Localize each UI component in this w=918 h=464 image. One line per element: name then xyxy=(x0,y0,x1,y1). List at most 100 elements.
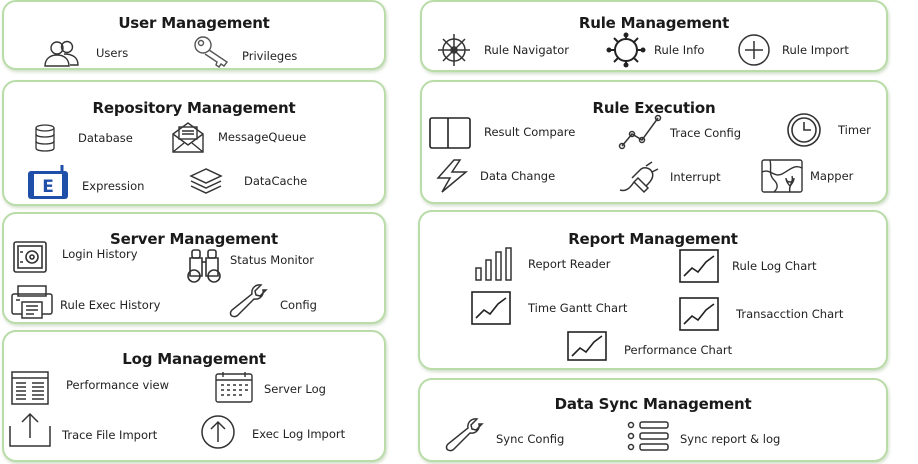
trace-icon xyxy=(618,114,662,150)
users-item[interactable]: Users xyxy=(42,38,128,68)
rule-log-chart-label: Rule Log Chart xyxy=(732,259,817,273)
book-icon xyxy=(428,116,472,150)
repository-management-panel: Repository Management Database MessageQu… xyxy=(2,80,386,206)
mapper-item[interactable]: Mapper xyxy=(760,158,853,194)
log-management-panel: Log Management Performance view Server L… xyxy=(2,330,386,462)
login-history-item[interactable]: Login History xyxy=(12,240,138,274)
report-reader-label: Report Reader xyxy=(528,257,611,271)
data-change-label: Data Change xyxy=(480,169,556,183)
clock-icon xyxy=(784,112,824,148)
interrupt-label: Interrupt xyxy=(670,170,721,184)
login-history-label: Login History xyxy=(62,247,138,261)
line-chart-icon xyxy=(678,296,720,332)
rule-info-item[interactable]: Rule Info xyxy=(604,32,704,68)
transaction-chart-label: Transacction Chart xyxy=(736,307,844,321)
sync-report-log-item[interactable]: Sync report & log xyxy=(626,420,780,454)
plug-icon xyxy=(618,160,662,194)
performance-chart-item[interactable]: Performance Chart xyxy=(566,330,732,364)
repository-management-title: Repository Management xyxy=(92,99,296,117)
time-gantt-chart-item[interactable]: Time Gantt Chart xyxy=(470,290,627,326)
key-icon xyxy=(192,34,232,68)
trace-config-label: Trace Config xyxy=(670,126,742,140)
trace-file-import-item[interactable]: Trace File Import xyxy=(8,412,157,448)
binoculars-icon xyxy=(184,248,224,284)
gear-icon xyxy=(604,32,648,68)
data-sync-management-title: Data Sync Management xyxy=(554,395,752,413)
printer-icon xyxy=(10,284,54,320)
config-item[interactable]: Config xyxy=(226,284,317,320)
server-management-panel: Server Management Login History Status M… xyxy=(2,212,386,324)
envelope-icon xyxy=(170,120,206,154)
database-label: Database xyxy=(78,131,133,145)
data-cache-item[interactable]: DataCache xyxy=(188,166,307,196)
message-queue-item[interactable]: MessageQueue xyxy=(170,120,306,154)
config-label: Config xyxy=(280,298,317,312)
performance-chart-label: Performance Chart xyxy=(624,343,733,357)
mapper-label: Mapper xyxy=(810,169,854,183)
result-compare-item[interactable]: Result Compare xyxy=(428,116,575,150)
report-management-panel: Report Management Report Reader Rule Log… xyxy=(418,210,888,370)
rule-exec-history-item[interactable]: Rule Exec History xyxy=(10,284,160,320)
exec-log-import-label: Exec Log Import xyxy=(252,427,346,441)
rule-execution-panel: Rule Execution Result Compare Trace Conf… xyxy=(420,80,888,204)
timer-item[interactable]: Timer xyxy=(784,112,871,148)
server-management-title: Server Management xyxy=(110,230,278,248)
server-log-label: Server Log xyxy=(264,382,326,396)
status-monitor-label: Status Monitor xyxy=(230,253,315,267)
data-change-item[interactable]: Data Change xyxy=(432,158,555,194)
database-item[interactable]: Database xyxy=(34,124,133,152)
log-management-title: Log Management xyxy=(122,350,266,368)
wrench-icon xyxy=(226,284,270,320)
rule-import-item[interactable]: Rule Import xyxy=(734,32,849,68)
report-reader-item[interactable]: Report Reader xyxy=(472,246,610,282)
trace-config-item[interactable]: Trace Config xyxy=(618,114,741,150)
safe-icon xyxy=(12,240,48,274)
bar-chart-icon xyxy=(472,246,516,282)
interrupt-item[interactable]: Interrupt xyxy=(618,160,721,194)
message-queue-label: MessageQueue xyxy=(218,130,307,144)
upload-icon xyxy=(8,412,52,448)
timer-label: Timer xyxy=(838,123,871,137)
list-icon xyxy=(626,420,670,454)
user-management-title: User Management xyxy=(118,14,270,32)
result-compare-label: Result Compare xyxy=(484,125,576,139)
rule-management-panel: Rule Management Rule Navigator Rule Info… xyxy=(420,0,888,72)
performance-view-icon xyxy=(10,370,50,406)
users-icon xyxy=(42,38,82,68)
rule-navigator-label: Rule Navigator xyxy=(484,43,569,57)
lightning-icon xyxy=(432,158,472,194)
report-management-title: Report Management xyxy=(568,230,738,248)
map-icon xyxy=(760,158,804,194)
performance-view-item[interactable]: Performance view xyxy=(10,370,169,406)
arrow-up-circle-icon xyxy=(198,414,238,450)
status-monitor-item[interactable]: Status Monitor xyxy=(184,248,314,284)
line-chart-icon xyxy=(470,290,512,326)
users-label: Users xyxy=(96,46,129,60)
expression-label: Expression xyxy=(82,179,145,193)
exec-log-import-item[interactable]: Exec Log Import xyxy=(198,414,345,450)
transaction-chart-item[interactable]: Transacction Chart xyxy=(678,296,843,332)
rule-management-title: Rule Management xyxy=(578,14,730,32)
performance-view-label: Performance view xyxy=(66,378,170,392)
privileges-label: Privileges xyxy=(242,49,298,63)
rule-import-label: Rule Import xyxy=(782,43,849,57)
server-log-item[interactable]: Server Log xyxy=(214,370,326,404)
sync-report-log-label: Sync report & log xyxy=(680,432,781,446)
rule-navigator-item[interactable]: Rule Navigator xyxy=(434,32,569,68)
ship-wheel-icon xyxy=(434,32,474,68)
sync-config-item[interactable]: Sync Config xyxy=(442,418,564,454)
calendar-icon xyxy=(214,370,254,404)
plus-circle-icon xyxy=(734,32,774,68)
wrench-icon xyxy=(442,418,486,454)
layers-icon xyxy=(188,166,224,196)
expression-item[interactable]: E Expression xyxy=(26,162,144,200)
data-sync-management-panel: Data Sync Management Sync Config Sync re… xyxy=(418,378,888,462)
rule-info-label: Rule Info xyxy=(654,43,705,57)
time-gantt-chart-label: Time Gantt Chart xyxy=(528,301,628,315)
privileges-item[interactable]: Privileges xyxy=(192,34,297,68)
rule-log-chart-item[interactable]: Rule Log Chart xyxy=(678,248,817,284)
expression-icon: E xyxy=(26,162,70,200)
user-management-panel: User Management Users Privileges xyxy=(2,0,386,70)
rule-exec-history-label: Rule Exec History xyxy=(60,298,161,312)
line-chart-icon xyxy=(678,248,720,284)
